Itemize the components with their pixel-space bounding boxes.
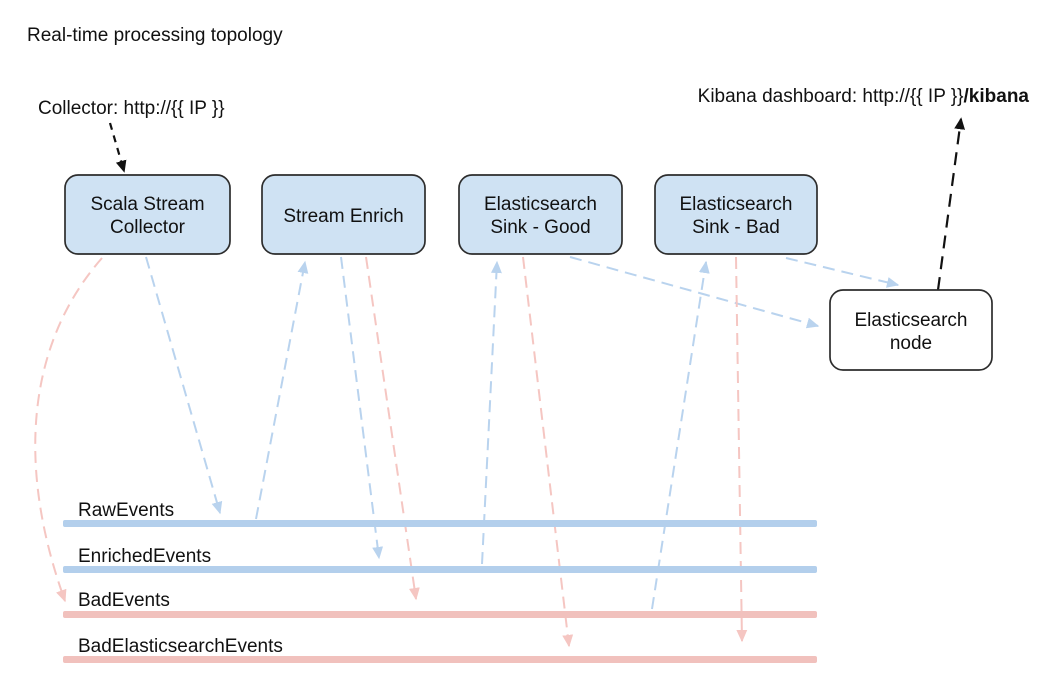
arrow-enrich-to-enrichedevents — [340, 256, 384, 560]
arrow-collector-to-rawevents — [145, 256, 223, 515]
node-es-sink-good-label-line1: Elasticsearch — [484, 194, 597, 215]
node-es-sink-good-box — [458, 174, 623, 255]
stream-badelasticsearchevents-label: BadElasticsearchEvents — [78, 636, 283, 657]
node-scala-stream-collector-label-line2: Collector — [110, 217, 186, 238]
arrow-sink-bad-to-badelasticsearchevents — [735, 256, 748, 643]
node-elasticsearch-label-line2: node — [890, 333, 932, 354]
node-es-sink-bad-label-line2: Sink - Bad — [692, 217, 780, 238]
node-es-sink-good-label-line2: Sink - Good — [490, 217, 590, 238]
stream-badelasticsearchevents-bar — [63, 656, 817, 663]
node-elasticsearch-label-line1: Elasticsearch — [855, 310, 968, 331]
arrow-enrichedevents-to-sink-good — [481, 260, 502, 565]
stream-rawevents-bar — [63, 520, 817, 527]
kibana-url-label-path: /kibana — [964, 86, 1030, 107]
kibana-url-label: Kibana dashboard: http://{{ IP }}/kibana — [698, 86, 1030, 107]
node-es-sink-bad-box — [654, 174, 818, 255]
stream-badelasticsearchevents: BadElasticsearchEvents — [63, 636, 817, 663]
arrow-collector-label-to-collector — [108, 122, 127, 173]
stream-rawevents-label: RawEvents — [78, 500, 174, 521]
node-scala-stream-collector: Scala Stream Collector — [64, 174, 231, 255]
node-es-sink-good: Elasticsearch Sink - Good — [458, 174, 623, 255]
node-stream-enrich: Stream Enrich — [261, 174, 426, 255]
node-es-sink-bad: Elasticsearch Sink - Bad — [654, 174, 818, 255]
node-es-sink-bad-label-line1: Elasticsearch — [680, 194, 793, 215]
arrow-es-node-to-kibana-label — [936, 117, 966, 291]
stream-rawevents: RawEvents — [63, 500, 817, 527]
node-elasticsearch-box — [829, 289, 993, 371]
node-scala-stream-collector-box — [64, 174, 231, 255]
node-elasticsearch: Elasticsearch node — [829, 289, 993, 371]
arrow-sink-good-to-es-node — [569, 256, 820, 329]
arrow-rawevents-to-enrich — [255, 260, 309, 520]
stream-badevents-label: BadEvents — [78, 590, 170, 611]
node-scala-stream-collector-label-line1: Scala Stream — [90, 194, 204, 215]
stream-enrichedevents-bar — [63, 566, 817, 573]
stream-enrichedevents: EnrichedEvents — [63, 546, 817, 573]
arrow-enrich-to-badevents — [365, 256, 420, 601]
arrow-collector-to-badevents — [34, 257, 103, 603]
stream-badevents: BadEvents — [63, 590, 817, 618]
arrow-sink-good-to-badelasticsearchevents — [522, 256, 574, 648]
stream-badevents-bar — [63, 611, 817, 618]
arrow-sink-bad-to-es-node — [785, 257, 900, 288]
page-title: Real-time processing topology — [27, 25, 283, 46]
kibana-url-label-prefix: Kibana dashboard: http://{{ IP }} — [698, 86, 964, 107]
node-stream-enrich-label: Stream Enrich — [283, 206, 403, 227]
collector-url-label: Collector: http://{{ IP }} — [38, 98, 225, 119]
arrow-badevents-to-sink-bad — [651, 260, 710, 610]
node-stream-enrich-box — [261, 174, 426, 255]
stream-enrichedevents-label: EnrichedEvents — [78, 546, 211, 567]
